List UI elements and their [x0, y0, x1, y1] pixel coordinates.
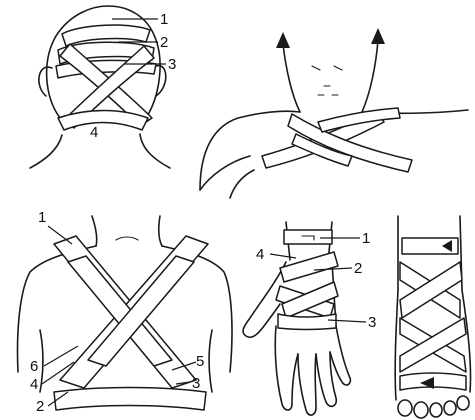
back-label-2: 2 — [36, 398, 44, 415]
neck-throat-marks — [312, 66, 342, 95]
head-label-3: 3 — [168, 56, 176, 73]
head-right-neck-line — [140, 134, 170, 168]
neck-left-arrow-icon — [276, 32, 290, 48]
back-neck-mark — [116, 237, 138, 240]
hand-label-3: 3 — [368, 314, 376, 331]
foot-figure — [395, 216, 470, 418]
head-left-ear — [39, 67, 52, 96]
neck-arm-line — [200, 156, 250, 190]
hand-bandage-palm-turn — [278, 314, 336, 330]
back-label-5: 5 — [196, 353, 204, 370]
hand-label-2: 2 — [354, 260, 362, 277]
hand-label-1: 1 — [362, 230, 370, 247]
foot-toe-4 — [444, 401, 456, 415]
neck-right-arrow-icon — [371, 28, 385, 44]
head-label-2: 2 — [160, 34, 168, 51]
hand-callout-line-4 — [270, 254, 296, 258]
neck-right-side — [362, 40, 378, 112]
neck-arm-inner-line — [230, 170, 254, 198]
hand-finger-1 — [275, 326, 298, 410]
hand-finger-2 — [298, 354, 316, 415]
foot-toe-2 — [414, 402, 428, 418]
head-left-neck-line — [30, 135, 62, 168]
neck-left-side — [283, 44, 300, 112]
back-label-3: 3 — [192, 375, 200, 392]
back-label-4: 4 — [30, 376, 38, 393]
head-label-4: 4 — [90, 124, 98, 141]
back-label-6: 6 — [30, 358, 38, 375]
hand-bandage-wrist-turn — [284, 230, 332, 244]
foot-toe-3 — [430, 403, 442, 417]
head-bandage-neck-turn — [58, 111, 148, 131]
hand-callouts: 1 4 2 3 — [256, 230, 376, 331]
back-label-1: 1 — [38, 209, 46, 226]
head-label-1: 1 — [160, 11, 168, 28]
back-neck-lines — [92, 216, 162, 246]
foot-toe-1 — [398, 400, 412, 416]
hand-label-4: 4 — [256, 246, 264, 263]
head-figure — [30, 6, 170, 168]
back-bandage-belt — [54, 388, 206, 411]
neck-figure — [200, 28, 468, 198]
foot-toe-5 — [457, 396, 469, 410]
